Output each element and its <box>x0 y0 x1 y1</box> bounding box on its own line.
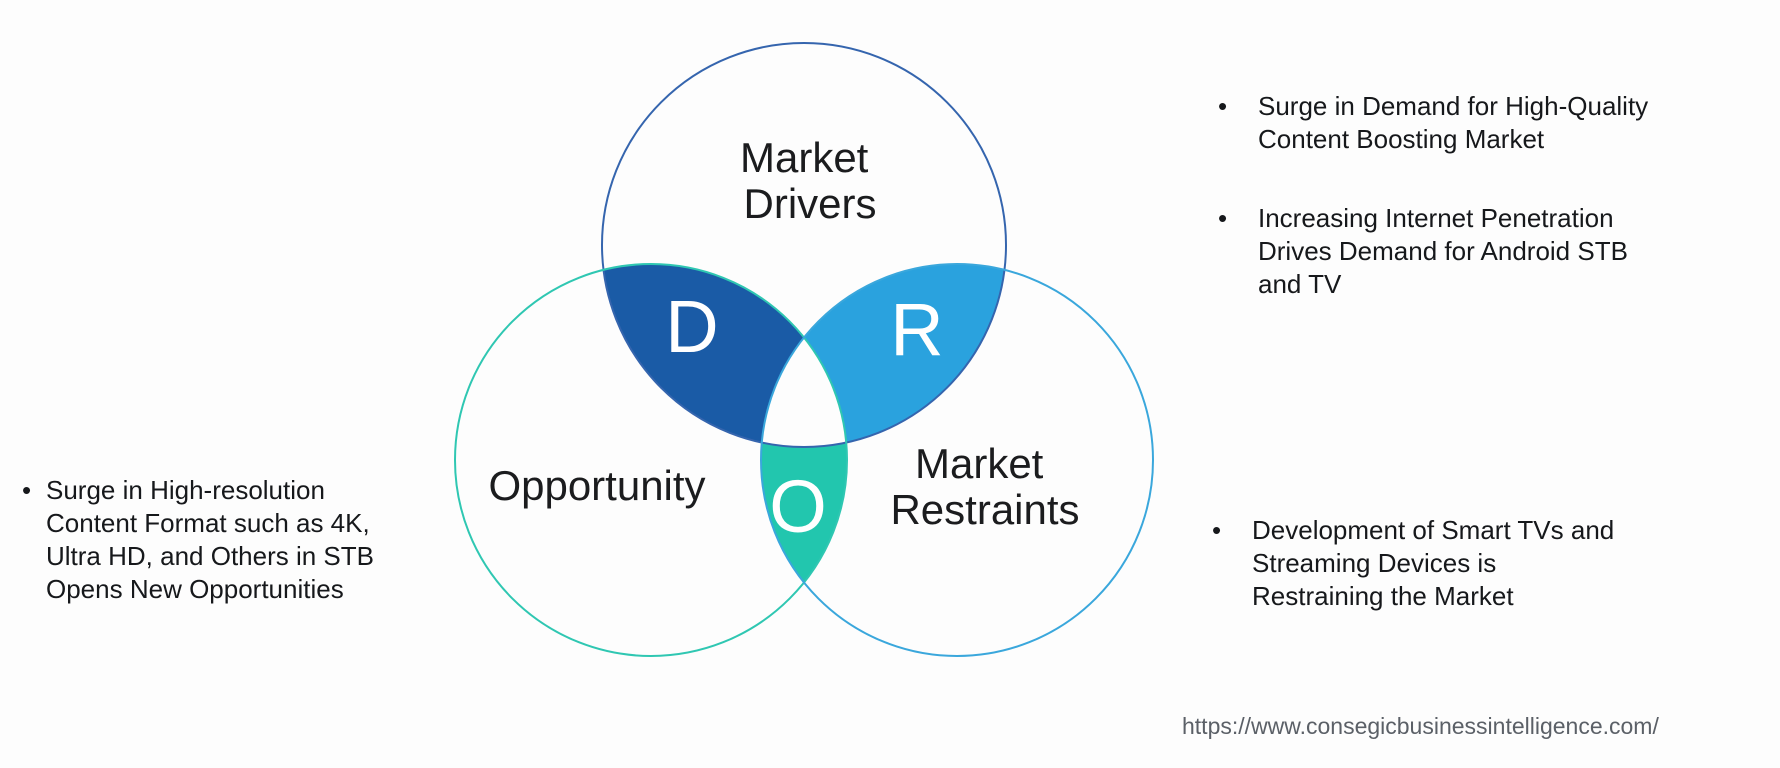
right-bullet-restraint: • Development of Smart TVs and Streaming… <box>1212 514 1614 613</box>
bullet-dot: • <box>1212 515 1222 545</box>
bullet-line: and TV <box>1258 269 1342 299</box>
bullet-line: Surge in High-resolution <box>46 475 325 505</box>
region-letter-r: R <box>890 288 943 371</box>
region-drivers-opportunity <box>602 264 847 447</box>
bullet-text: Surge in High-resolution Content Format … <box>46 474 374 606</box>
right-bullet-driver-2: • Increasing Internet Penetration Drives… <box>1218 202 1628 301</box>
market-drivers-label: Market Drivers <box>740 134 880 227</box>
bullet-dot: • <box>1218 91 1228 121</box>
region-letter-d: D <box>665 285 718 368</box>
bullet-line: Increasing Internet Penetration <box>1258 203 1614 233</box>
bullet-line: Content Boosting Market <box>1258 124 1545 154</box>
market-drivers-circle <box>601 42 1007 448</box>
bullet-dot: • <box>1218 203 1228 233</box>
market-restraints-label: Market Restraints <box>890 440 1079 533</box>
bullet-line: Drives Demand for Android STB <box>1258 236 1628 266</box>
bullet-text: Development of Smart TVs and Streaming D… <box>1252 514 1614 613</box>
bullet-line: Surge in Demand for High-Quality <box>1258 91 1649 121</box>
bullet-line: Restraining the Market <box>1252 581 1514 611</box>
opportunity-circle <box>454 263 848 657</box>
bullet-line: Ultra HD, and Others in STB <box>46 541 374 571</box>
opportunity-label: Opportunity <box>488 462 705 509</box>
region-letter-o: O <box>769 465 827 548</box>
source-url: https://www.consegicbusinessintelligence… <box>1182 713 1659 739</box>
region-drivers-restraints <box>761 264 1006 447</box>
right-bullet-driver-1: • Surge in Demand for High-Quality Conte… <box>1218 90 1648 156</box>
bullet-line: Content Format such as 4K, <box>46 508 370 538</box>
bullet-line: Streaming Devices is <box>1252 548 1497 578</box>
bullet-dot: • <box>22 475 32 505</box>
bullet-text: Increasing Internet Penetration Drives D… <box>1258 202 1628 301</box>
bullet-text: Surge in Demand for High-Quality Content… <box>1258 90 1648 156</box>
left-bullet-opportunity: • Surge in High-resolution Content Forma… <box>22 474 374 606</box>
market-restraints-circle <box>760 263 1154 657</box>
bullet-line: Opens New Opportunities <box>46 574 344 604</box>
bullet-line: Development of Smart TVs and <box>1252 515 1615 545</box>
